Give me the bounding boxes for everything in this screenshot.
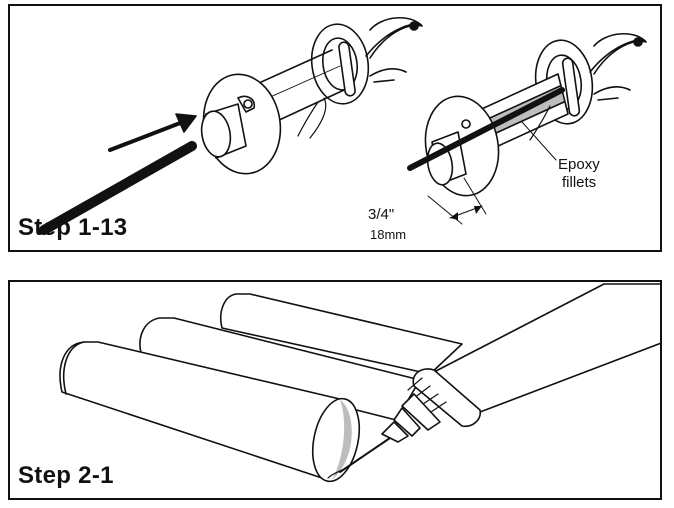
step-2-1-illustration	[59, 283, 660, 483]
fillets-label: fillets	[562, 174, 597, 191]
rod-right	[407, 87, 565, 171]
step-2-1-panel: Step 2-1	[8, 280, 662, 500]
dimension-imperial: 3/4"	[368, 206, 395, 223]
step-label: Step 2-1	[18, 462, 114, 489]
rod-stick	[39, 141, 197, 235]
epoxy-label: Epoxy	[558, 156, 600, 173]
insert-arrow-head	[175, 113, 197, 133]
dimension-metric: 18mm	[370, 227, 407, 242]
step-label: Step 1-13	[18, 214, 128, 241]
step-1-13-illustration	[39, 17, 647, 235]
insert-arrow-shaft	[108, 118, 190, 152]
step-1-13-panel: Step 1-13 Epoxy fillets 3/4" 18mm	[8, 4, 662, 252]
